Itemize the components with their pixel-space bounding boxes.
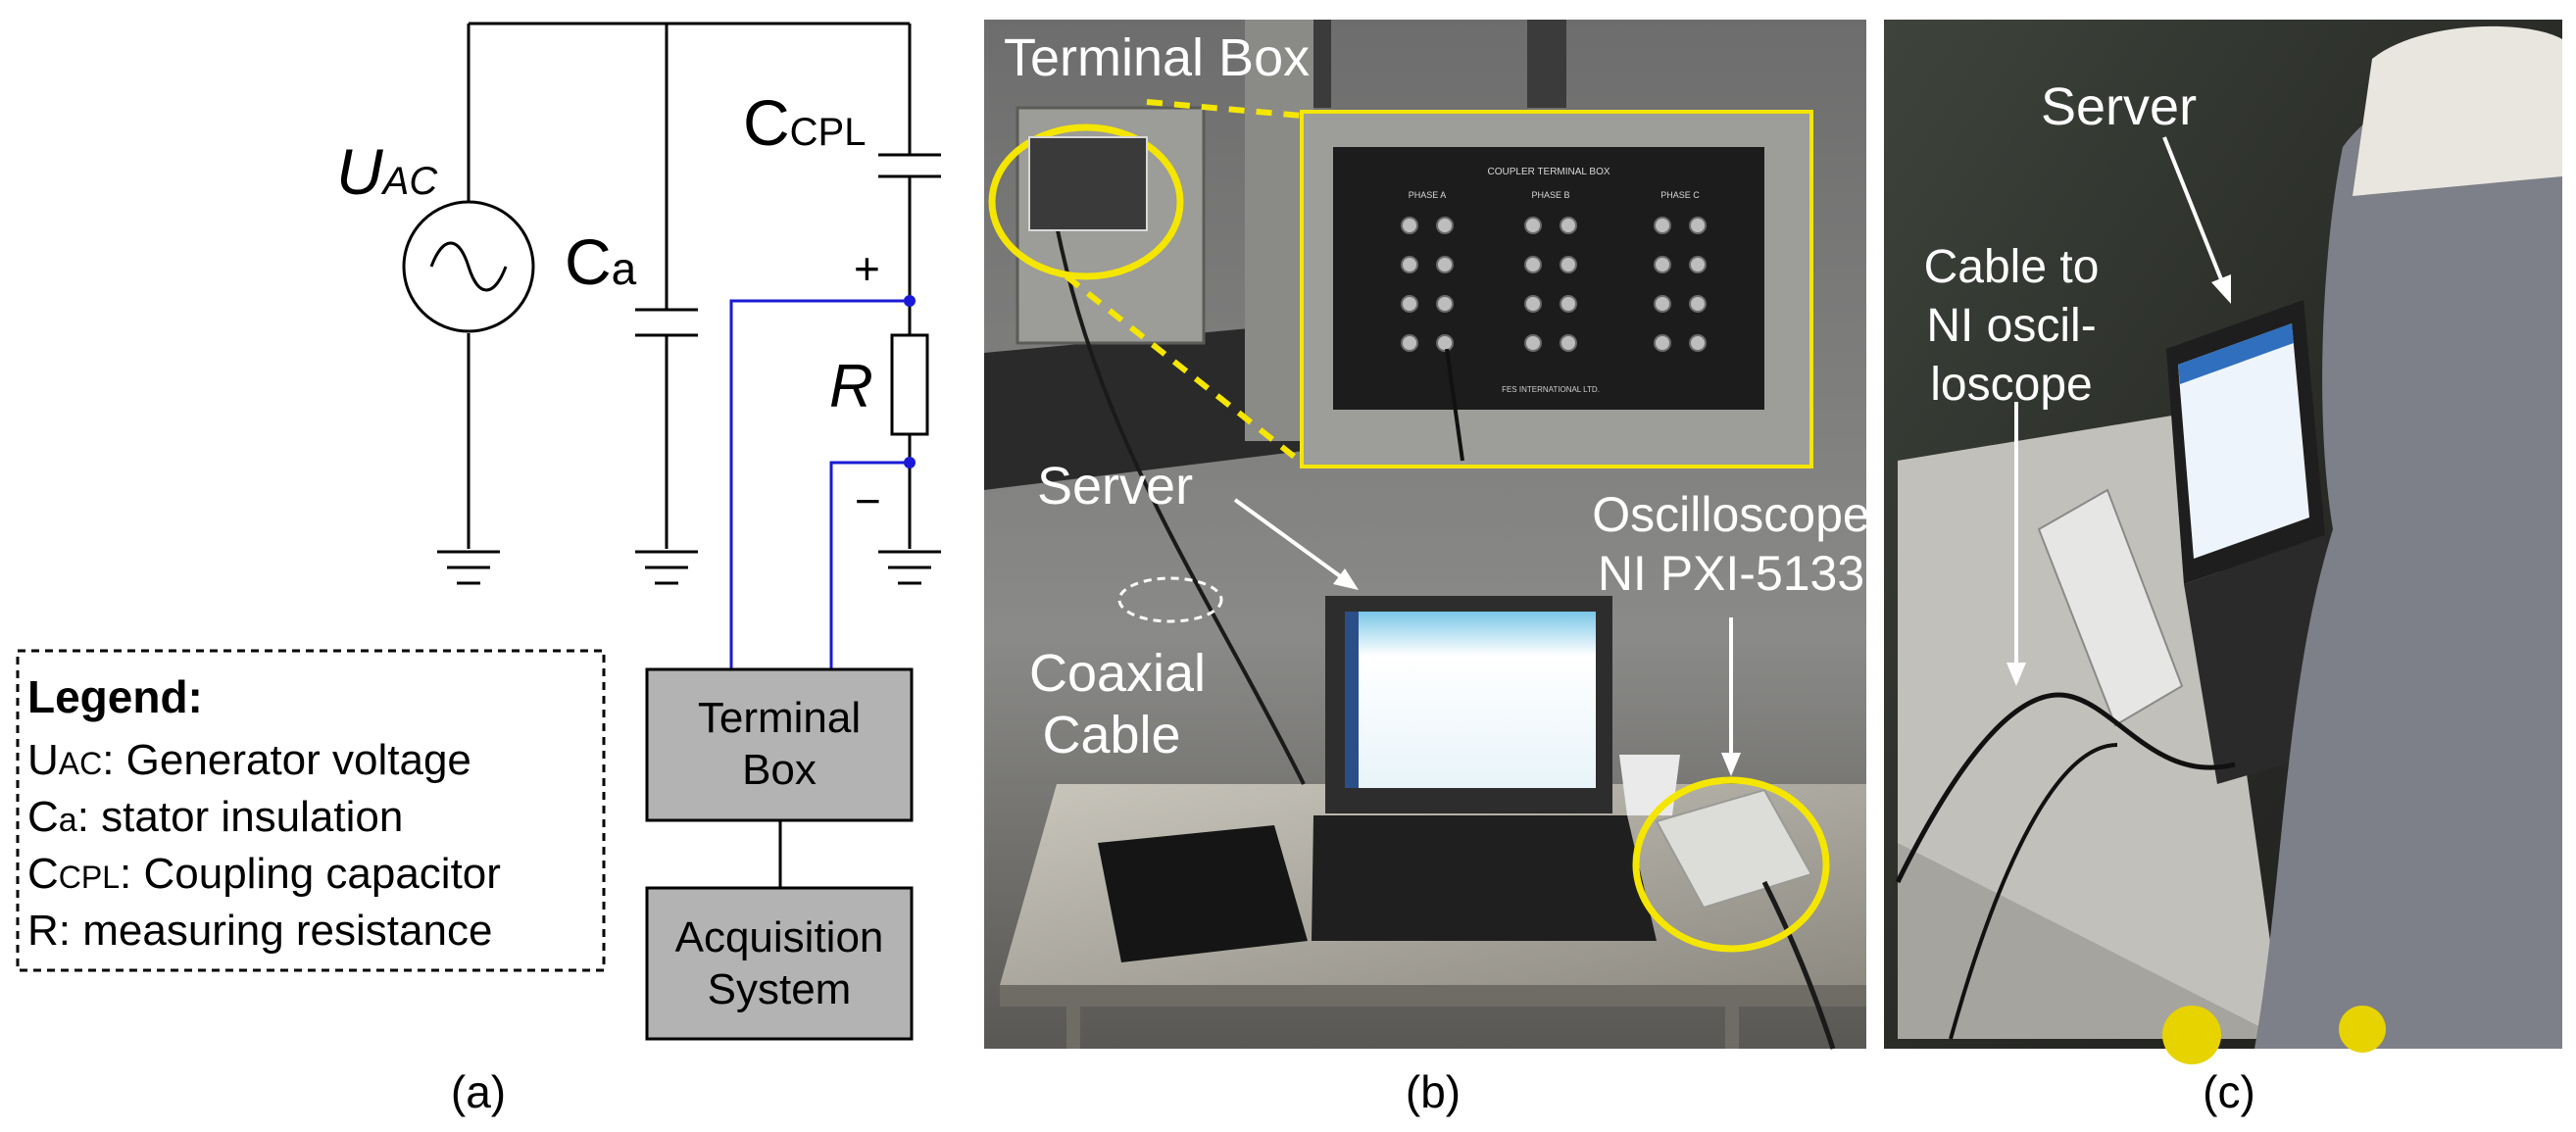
inset-connector-icon xyxy=(1436,295,1454,313)
minus-label: − xyxy=(855,475,881,526)
caption-c: (c) xyxy=(2203,1066,2255,1117)
terminal-box-highlight-circle xyxy=(988,123,1184,280)
ground-symbol-ca xyxy=(635,550,698,585)
terminal-box-inset: COUPLER TERMINAL BOX PHASE A PHASE B PHA… xyxy=(1300,110,1813,468)
r-label: R xyxy=(829,353,873,420)
inset-connector-icon xyxy=(1436,334,1454,352)
label-cable-line3: loscope xyxy=(1930,359,2092,411)
terminal-box-label-line2: Box xyxy=(742,746,817,794)
node-plus xyxy=(904,295,916,307)
inset-phase-b: PHASE B xyxy=(1531,190,1569,200)
ca-capacitor-symbol xyxy=(635,308,698,337)
operator-photo-c xyxy=(1884,20,2562,1064)
resistor-symbol xyxy=(890,333,929,436)
inset-connector-icon xyxy=(1524,217,1542,234)
arrows-panel-c xyxy=(2006,136,2231,686)
caption-b: (b) xyxy=(1406,1066,1461,1117)
acquisition-label-line2: System xyxy=(708,965,852,1013)
acquisition-system-block xyxy=(645,886,914,1041)
acquisition-label-line1: Acquisition xyxy=(675,913,884,961)
ccpl-capacitor-symbol xyxy=(878,153,941,178)
legend-item-r: R: measuring resistance xyxy=(27,907,492,955)
inset-connector-icon xyxy=(1401,334,1418,352)
inset-connector-icon xyxy=(1524,295,1542,313)
inset-connector-icon xyxy=(1560,295,1577,313)
label-oscilloscope-line1: Oscilloscope xyxy=(1592,487,1869,542)
inset-connector-icon xyxy=(1689,334,1707,352)
label-terminal-box: Terminal Box xyxy=(1004,28,1310,87)
label-oscilloscope-line2: NI PXI-5133 xyxy=(1598,546,1864,601)
ca-label: Ca xyxy=(565,225,637,298)
ground-symbol-uac xyxy=(437,550,500,585)
inset-connector-icon xyxy=(1524,334,1542,352)
legend-item-uac: UAC: Generator voltage xyxy=(27,736,471,784)
inset-footer: FES INTERNATIONAL LTD. xyxy=(1502,385,1600,394)
inset-connector-icon xyxy=(1560,256,1577,273)
uac-label: UAC xyxy=(336,135,438,208)
inset-connector-icon xyxy=(1401,217,1418,234)
inset-connector-icon xyxy=(1401,256,1418,273)
inset-phase-a: PHASE A xyxy=(1409,190,1447,200)
plus-label: + xyxy=(854,243,880,294)
ccpl-label: CCPL xyxy=(743,86,866,159)
inset-connector-icon xyxy=(1524,256,1542,273)
inset-connector-icon xyxy=(1654,295,1671,313)
label-cable-line2: NI oscil- xyxy=(1926,300,2096,352)
inset-connector-icon xyxy=(1436,217,1454,234)
node-minus xyxy=(904,457,916,468)
legend-item-ca: Ca: stator insulation xyxy=(27,793,403,841)
circuit-diagram xyxy=(467,22,912,888)
inset-connector-icon xyxy=(1654,217,1671,234)
measurement-wires xyxy=(729,299,910,669)
label-server-b: Server xyxy=(1037,457,1193,516)
ac-source-symbol xyxy=(402,200,535,333)
label-cable-line1: Cable to xyxy=(1924,241,2100,293)
inset-connector-icon xyxy=(1689,256,1707,273)
terminal-box-block xyxy=(645,667,914,822)
caption-a: (a) xyxy=(451,1066,506,1117)
inset-connector-icon xyxy=(1560,334,1577,352)
inset-connector-icon xyxy=(1560,217,1577,234)
oscilloscope-highlight-circle xyxy=(1632,776,1830,953)
inset-title: COUPLER TERMINAL BOX xyxy=(1487,167,1610,177)
inset-connector-icon xyxy=(1401,295,1418,313)
legend-title: Legend: xyxy=(27,671,203,722)
inset-connector-icon xyxy=(1436,256,1454,273)
legend-item-ccpl: CCPL: Coupling capacitor xyxy=(27,850,501,898)
label-coaxial-line2: Cable xyxy=(1042,706,1180,764)
zoom-connector-lines xyxy=(1065,99,1304,466)
terminal-box-label-line1: Terminal xyxy=(698,694,861,742)
arrows-panel-b xyxy=(1233,498,1741,776)
inset-connector-icon xyxy=(1654,334,1671,352)
legend-box xyxy=(16,649,606,972)
inset-phase-c: PHASE C xyxy=(1660,190,1700,200)
inset-connectors xyxy=(1401,217,1707,352)
ground-symbol-r xyxy=(878,550,941,585)
inset-connector-icon xyxy=(1689,217,1707,234)
label-coaxial-line1: Coaxial xyxy=(1029,644,1206,703)
coaxial-cable-marker xyxy=(1117,576,1223,623)
inset-connector-icon xyxy=(1654,256,1671,273)
label-server-c: Server xyxy=(2041,77,2197,136)
inset-connector-icon xyxy=(1689,295,1707,313)
